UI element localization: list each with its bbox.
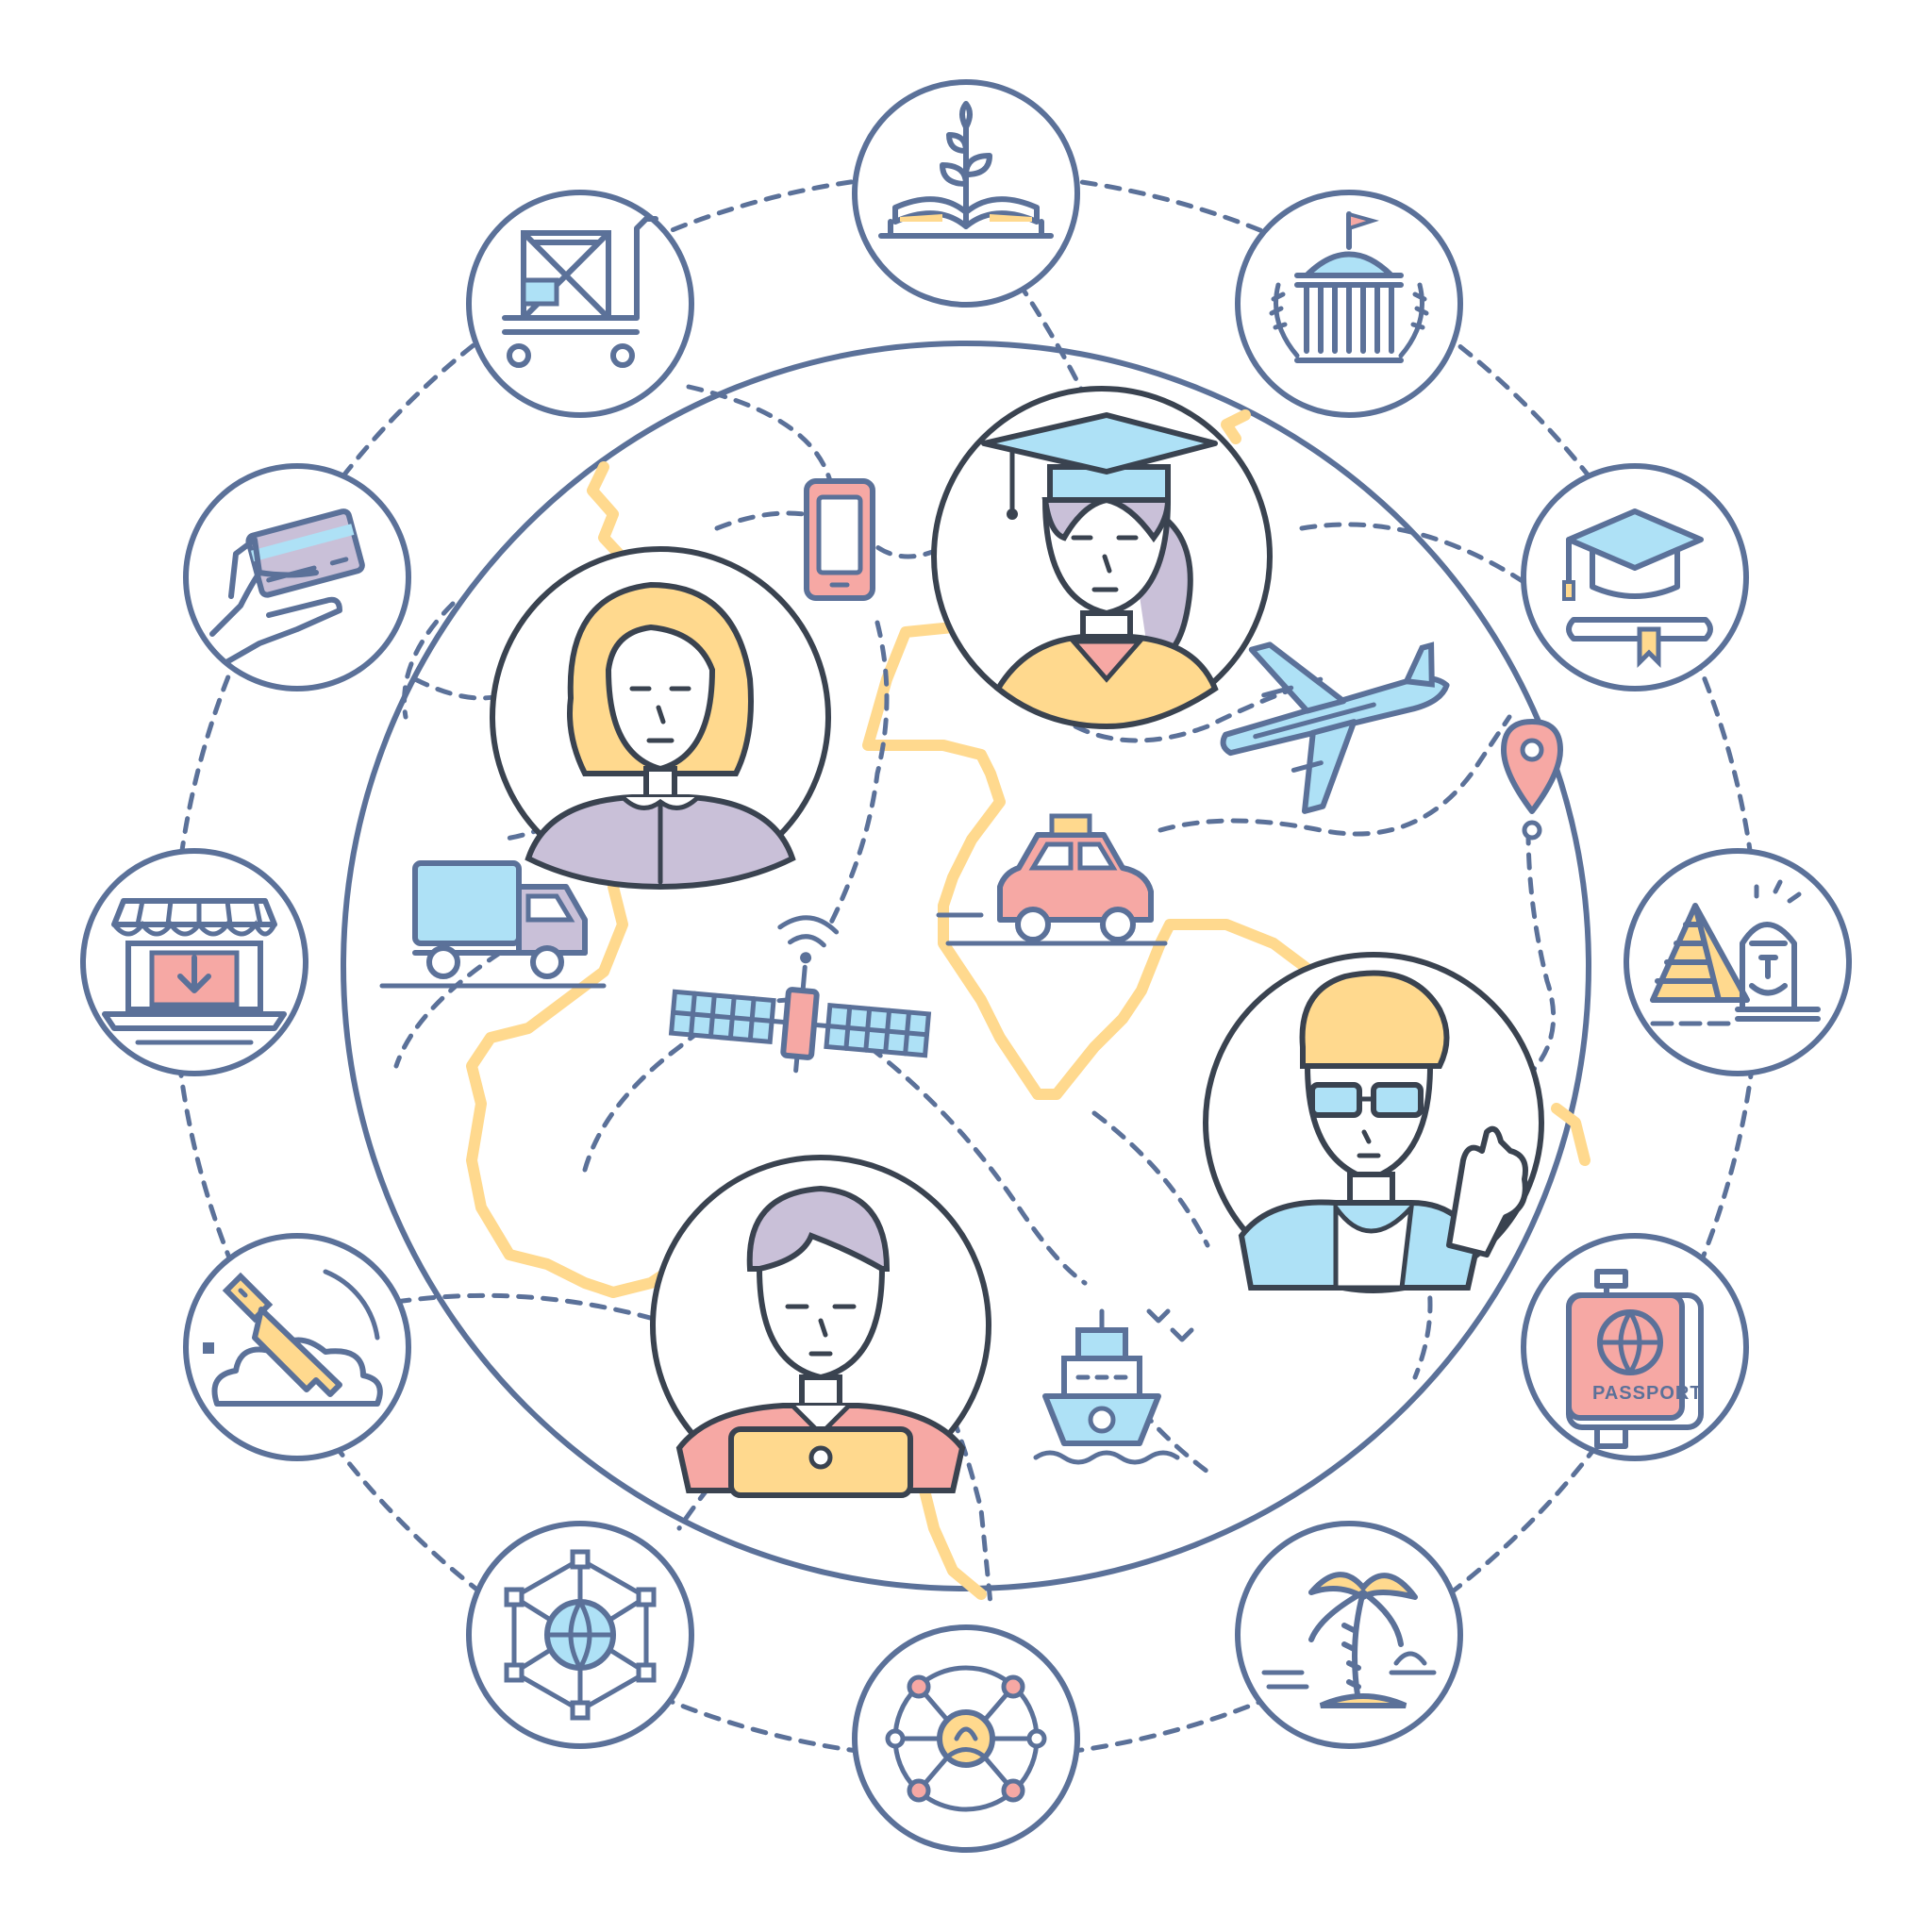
graduation-diploma-icon (1521, 463, 1749, 691)
passport-icon: PASSPORT (1521, 1233, 1749, 1461)
university-icon (1235, 190, 1463, 418)
satellite-icon (668, 915, 932, 1074)
airplane-icon (1220, 641, 1450, 814)
credit-card-hand-icon (183, 463, 411, 691)
graduate-avatar (931, 386, 1273, 730)
woman-avatar (490, 546, 831, 891)
taxi-icon (936, 813, 1168, 946)
book-plant-icon (852, 79, 1080, 308)
ship-icon (1033, 1308, 1194, 1465)
smartphone-icon (804, 478, 875, 601)
truck-icon (379, 860, 607, 989)
cloud-key-icon (183, 1233, 411, 1461)
globe-network-icon (466, 1521, 694, 1749)
network-user-icon (852, 1624, 1080, 1853)
palm-island-icon (1235, 1521, 1463, 1749)
cart-box-icon (466, 190, 694, 418)
passport-label: PASSPORT (1592, 1383, 1703, 1404)
online-shop-icon (80, 848, 308, 1076)
continent-lines (466, 409, 1591, 1600)
man-glasses-avatar (1203, 952, 1544, 1293)
man-laptop-avatar (650, 1155, 991, 1498)
location-pin-icon (1501, 719, 1563, 841)
outer-dashed-ring (171, 171, 1761, 1761)
pyramid-sphinx-icon (1624, 848, 1852, 1076)
